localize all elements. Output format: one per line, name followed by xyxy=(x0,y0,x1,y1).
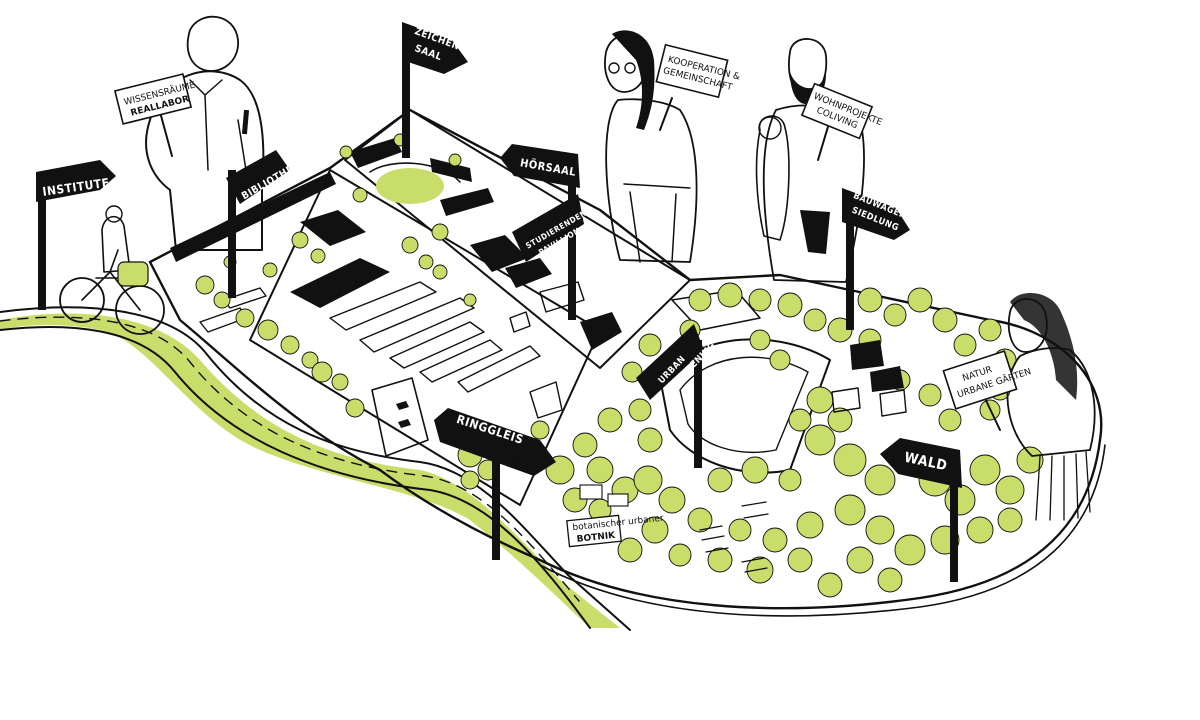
sign-zeichensaal: ZEICHEN SAAL xyxy=(402,22,468,158)
courtyard-green xyxy=(376,168,444,204)
sign-institute: INSTITUTE xyxy=(36,160,116,310)
sign-wald: WALD xyxy=(880,438,962,582)
benches xyxy=(699,501,769,573)
ring-path-edge-top xyxy=(0,306,631,631)
bike-icon xyxy=(509,454,533,472)
sign-bauwagen: BAUWAGEN- SIEDLUNG xyxy=(842,188,911,330)
horse-icons xyxy=(396,401,411,428)
plateau-outline xyxy=(148,108,1103,610)
sign-horsaal: HÖRSAAL xyxy=(500,144,580,320)
ring-path-green xyxy=(0,313,620,628)
botnik-board: botanischer urbaner BOTNIK xyxy=(566,484,664,548)
ring-path-edge-bottom xyxy=(0,326,591,629)
person-thinker xyxy=(604,30,698,263)
placard-wissensraume: WISSENSRÄUME REALLABOR xyxy=(113,73,197,157)
sign-studierenden: STUDIERENDEN- PAVILLION xyxy=(512,194,591,262)
plateau-rim xyxy=(539,444,1106,617)
botnik-line2: BOTNIK xyxy=(576,531,616,545)
buildings-dark xyxy=(170,138,622,350)
person-researcher xyxy=(145,15,265,251)
placard-kooperation: KOOPERATION & GEMEINSCHAFT xyxy=(655,43,741,131)
person-cyclist xyxy=(59,205,165,335)
stadium-field xyxy=(679,356,809,453)
campus-blocks xyxy=(170,109,691,506)
placard-natur: NATUR URBANE GÄRTEN xyxy=(942,350,1033,431)
person-reader xyxy=(1006,292,1096,521)
bauwagen-houses xyxy=(831,340,907,417)
campus-block-east xyxy=(344,109,691,369)
paddock xyxy=(371,377,429,457)
ground xyxy=(0,108,1106,631)
ring-path-dashes xyxy=(0,316,580,602)
buildings-light xyxy=(199,281,585,419)
courtyard-edge xyxy=(369,162,461,183)
placard-wohnprojekte: WOHNPROJEKTE COLIVING xyxy=(800,82,884,161)
